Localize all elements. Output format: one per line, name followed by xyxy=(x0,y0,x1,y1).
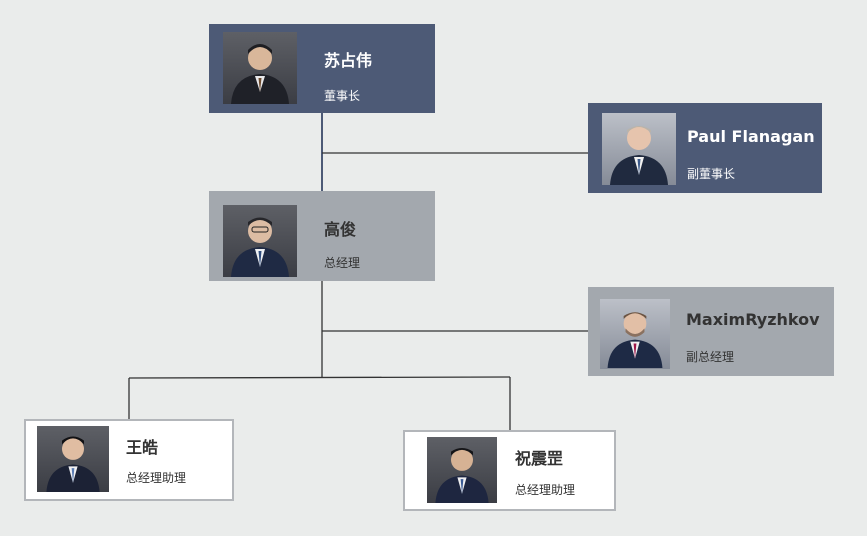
node-title: 副董事长 xyxy=(687,167,736,181)
org-node-chairman[interactable]: 苏占伟 董事长 xyxy=(209,24,435,113)
node-name: 苏占伟 xyxy=(324,51,373,70)
org-node-assistant-1[interactable]: 王皓 总经理助理 xyxy=(24,419,234,501)
node-title: 总经理助理 xyxy=(515,483,576,497)
person-photo xyxy=(37,426,109,492)
person-photo xyxy=(602,113,676,185)
person-photo xyxy=(600,299,670,369)
person-photo xyxy=(427,437,497,503)
connector-assistants-bar xyxy=(128,376,511,379)
node-name: 高俊 xyxy=(324,220,357,239)
node-title: 总经理助理 xyxy=(126,471,187,485)
person-photo xyxy=(223,32,297,104)
node-title: 总经理 xyxy=(324,256,361,270)
person-photo xyxy=(223,205,297,277)
org-node-assistant-2[interactable]: 祝震罡 总经理助理 xyxy=(403,430,616,511)
node-name: 祝震罡 xyxy=(515,449,564,468)
org-node-general-manager[interactable]: 高俊 总经理 xyxy=(209,191,435,281)
org-node-vice-chairman[interactable]: Paul Flanagan 副董事长 xyxy=(588,103,822,193)
node-name: 王皓 xyxy=(126,438,159,457)
node-name: MaximRyzhkov xyxy=(686,310,820,329)
node-name: Paul Flanagan xyxy=(687,127,815,146)
node-title: 副总经理 xyxy=(686,350,735,364)
node-title: 董事长 xyxy=(324,89,361,103)
org-node-deputy-general-manager[interactable]: MaximRyzhkov 副总经理 xyxy=(588,287,834,376)
